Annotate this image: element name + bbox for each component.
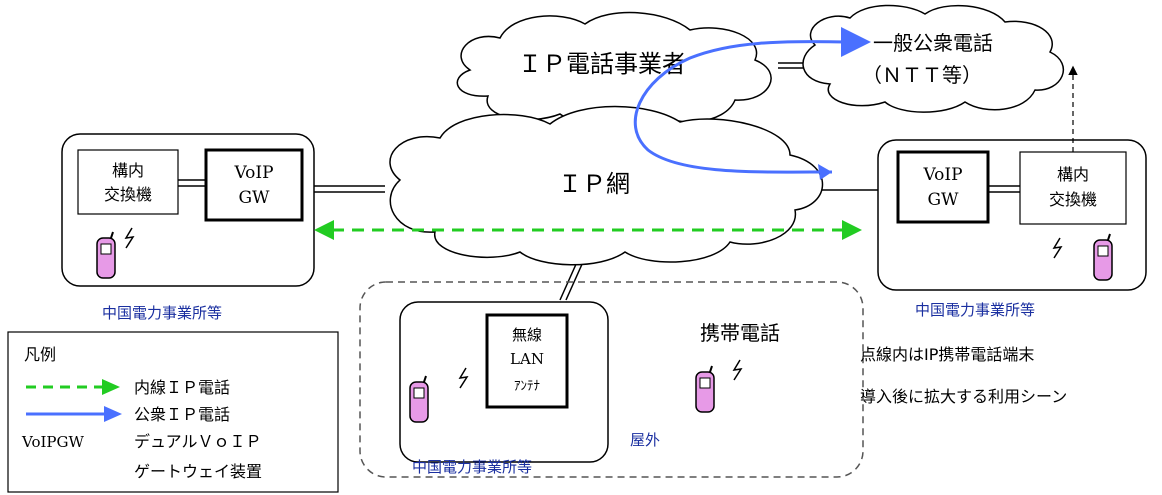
legend-device-abbr: VoIPGW: [21, 433, 84, 451]
left-pbx-label-2: 交換機: [104, 185, 152, 204]
left-gw-label-2: GW: [238, 188, 270, 208]
public-phone-label-2: （ＮＴＴ等）: [862, 63, 982, 87]
left-gw-label-1: VoIP: [233, 163, 273, 183]
internal-ip-call-arrow: [314, 220, 862, 240]
right-pbx-box: [1019, 151, 1127, 225]
outdoor-site-caption: 中国電力事業所等: [412, 458, 532, 476]
ip-network-label: ＩＰ網: [558, 170, 630, 198]
legend-device-line-1: デュアルＶｏＩＰ: [134, 432, 262, 451]
left-pbx-box: [77, 149, 179, 215]
right-pbx-label-2: 交換機: [1049, 190, 1097, 209]
legend-public-label: 公衆ＩＰ電話: [134, 405, 230, 424]
right-mobile-phone-icon: [1093, 233, 1113, 281]
left-mobile-phone-icon: [96, 231, 116, 279]
wireless-lan-box: [485, 313, 569, 409]
right-voip-gw-box: [896, 150, 990, 224]
left-site: 構内 交換機 VoIP GW: [61, 133, 315, 287]
cellular-phone-icon: [695, 365, 715, 413]
left-site-caption: 中国電力事業所等: [102, 304, 222, 322]
right-gw-label-1: VoIP: [922, 165, 962, 185]
legend-device-line-2: ゲートウェイ装置: [134, 462, 262, 481]
mobile-phone-label: 携帯電話: [700, 321, 780, 345]
public-phone-label-1: 一般公衆電話: [873, 31, 993, 55]
legend-internal-label: 内線ＩＰ電話: [134, 378, 230, 397]
right-gw-label-2: GW: [927, 190, 959, 210]
right-site: VoIP GW 構内 交換機: [877, 139, 1147, 291]
right-site-caption: 中国電力事業所等: [915, 301, 1035, 319]
outdoor-site: 無線 LAN ｱﾝﾃﾅ: [399, 301, 609, 463]
legend: 凡例 内線ＩＰ電話 公衆ＩＰ電話 VoIPGW デュアルＶｏＩＰ ゲートウェイ装…: [7, 331, 339, 493]
outdoor-label: 屋外: [630, 431, 660, 449]
public-ip-call-arrow: [633, 26, 871, 174]
lan-link: [559, 261, 578, 301]
legend-title: 凡例: [24, 345, 56, 364]
ip-network-cloud: [389, 105, 824, 266]
public-phone-cloud: [802, 4, 1065, 113]
lan-label-3: ｱﾝﾃﾅ: [514, 379, 540, 394]
ip-operator-label: ＩＰ電話事業者: [518, 50, 686, 78]
left-pbx-label-1: 構内: [112, 161, 144, 180]
outdoor-zone: [359, 281, 864, 478]
lan-label-1: 無線: [512, 326, 542, 344]
right-pbx-label-1: 構内: [1057, 165, 1089, 184]
cellular-wireless-icon: [733, 359, 742, 381]
note-line-2: 導入後に拡大する利用シーン: [860, 387, 1067, 406]
note-line-1: 点線内はIP携帯電話端末: [860, 345, 1034, 364]
outdoor-lan-phone-icon: [409, 375, 429, 423]
left-voip-gw-box: [204, 148, 304, 222]
lan-label-2: LAN: [510, 350, 544, 368]
